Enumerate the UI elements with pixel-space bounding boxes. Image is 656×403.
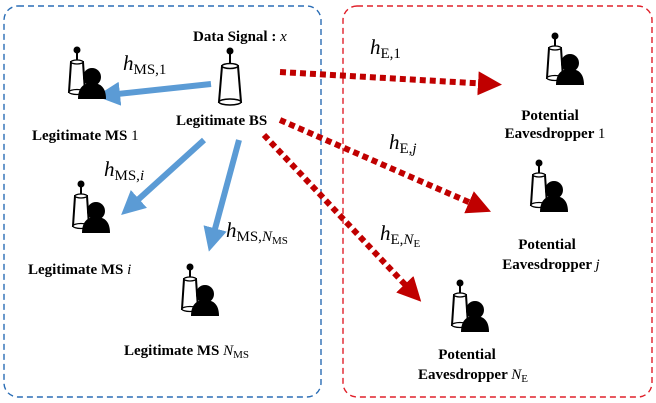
evej-label-line2: Eavesdropper j <box>502 257 599 273</box>
channel-label-eN: hE,NE <box>380 221 420 250</box>
data-signal-label: Data Signal : x <box>193 29 287 45</box>
channel-label-ej: hE,j <box>389 130 417 157</box>
link-bs-eN <box>261 132 422 302</box>
link-bs-ms1 <box>96 81 212 106</box>
legitimate-msN-icon <box>181 262 220 317</box>
channel-label-e1: hE,1 <box>370 35 401 62</box>
eavesdropper-region <box>342 5 653 398</box>
msN-label: Legitimate MS NMS <box>124 343 249 361</box>
eavesdropper-e1-icon <box>546 31 585 86</box>
legitimate-region <box>3 5 322 398</box>
msi-label: Legitimate MS i <box>28 262 131 278</box>
link-bs-msi <box>121 137 207 216</box>
eve1-label-line1: Potential <box>521 108 579 124</box>
eavesdropper-eN-icon <box>451 278 490 333</box>
legitimate-msi-icon <box>72 179 111 234</box>
legitimate-ms1-icon <box>68 45 107 100</box>
eavesdropper-ej-icon <box>530 158 569 213</box>
bs-label: Legitimate BS <box>176 113 267 129</box>
eveN-label-line2: Eavesdropper NE <box>418 367 528 385</box>
link-bs-e1 <box>279 69 502 96</box>
eve1-label-line2: Eavesdropper 1 <box>505 126 606 142</box>
evej-label-line1: Potential <box>518 237 576 253</box>
eveN-label-line1: Potential <box>438 347 496 363</box>
channel-label-ms1: hMS,1 <box>123 51 166 78</box>
link-bs-ej <box>278 117 492 214</box>
base-station-icon <box>218 46 242 106</box>
ms1-label: Legitimate MS 1 <box>32 128 139 144</box>
link-bs-msN <box>203 139 242 252</box>
channel-label-msN: hMS,NMS <box>226 218 288 247</box>
channel-label-msi: hMS,i <box>104 157 144 184</box>
